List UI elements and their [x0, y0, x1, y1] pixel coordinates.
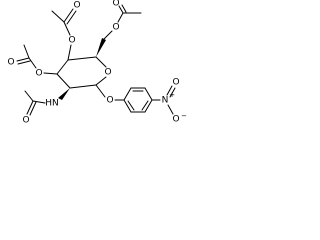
nitro-oxygen-single-label: O: [172, 115, 179, 125]
bond-acyl-carbonyl-c2-2: [29, 101, 37, 116]
c4-acetoxy-group: O O: [51, 1, 81, 61]
bond-acyl-methyl-c2: [24, 90, 34, 102]
bond-o-acyl-c-c3: [28, 57, 37, 69]
phenyl-bond-6: [123, 99, 132, 113]
c4-carbonyl-oxygen-label: O: [73, 1, 80, 11]
c6-acetoxymethyl-group: O O: [96, 0, 142, 57]
bond-o-acyl-c: [117, 12, 124, 23]
glycosidic-oxygen-label: O: [106, 96, 113, 106]
bond-acyl-carbonyl-c4-1: [63, 8, 74, 23]
bond-ring-o-c1: [95, 76, 107, 86]
nitro-double-bond-1: [166, 85, 173, 96]
phenyl-bond-4: [144, 99, 153, 113]
c4-ester-oxygen-label: O: [68, 36, 75, 46]
acetamide-nh-label: HN: [45, 99, 59, 109]
c3-ester-oxygen-label: O: [35, 69, 42, 79]
c3-carbonyl-oxygen-label: O: [7, 58, 14, 68]
bond-c5-ring-o: [95, 56, 107, 68]
ring-oxygen-label: O: [104, 68, 111, 78]
nitro-double-bond-2: [169, 87, 176, 98]
bond-c3-o: [43, 72, 58, 75]
nitro-single-bond: [167, 104, 174, 115]
bond-acyl-carbonyl-2: [121, 4, 127, 13]
bond-n-acyl-c: [32, 100, 46, 104]
c6-ester-oxygen-label: O: [112, 23, 119, 33]
nitro-o-charge: −: [181, 112, 187, 120]
phenyl-bond-1: [123, 87, 132, 101]
phenyl-inner-bond-b: [141, 100, 149, 111]
c2-acetamido-group: HN O: [22, 88, 70, 126]
bond-acyl-carbonyl-c3-2: [17, 60, 31, 65]
bond-acyl-carbonyl-1: [118, 5, 124, 14]
wedge-c5-c6: [96, 38, 106, 57]
bond-c4-o: [67, 44, 72, 61]
bond-c6-o: [103, 30, 113, 40]
bond-c1-c2: [69, 84, 97, 89]
bond-c4-c5: [67, 56, 97, 61]
bond-acyl-carbonyl-c3-1: [16, 57, 30, 62]
phenyl-inner-bond-c: [127, 100, 135, 111]
bond-o-acyl-c-c4: [63, 21, 71, 36]
nitro-n-label: N: [162, 96, 169, 106]
bond-c3-c4: [56, 59, 69, 75]
bond-acyl-carbonyl-c4-2: [66, 10, 77, 25]
wedge-c2-n: [58, 88, 70, 100]
bond-acyl-methyl-c4: [51, 10, 65, 23]
bond-acyl-methyl-c3: [23, 44, 30, 59]
bond-acyl-carbonyl-c2-1: [26, 100, 34, 115]
pyranose-ring: O: [56, 56, 112, 89]
nitro-n-charge: +: [169, 91, 175, 99]
c3-acetoxy-group: O O: [7, 44, 58, 79]
bond-c2-c3: [56, 73, 71, 89]
acetamide-carbonyl-oxygen-label: O: [22, 116, 29, 126]
c6-carbonyl-oxygen-label: O: [112, 0, 119, 9]
phenyl-bond-3: [144, 87, 153, 101]
nitro-oxygen-double-label: O: [172, 78, 179, 88]
molecule-structure: O O O O O O O HN O: [0, 0, 193, 133]
p-nitrophenyl-group: O N + O O −: [95, 78, 187, 125]
bond-c1-glycosidic-o: [95, 84, 106, 98]
